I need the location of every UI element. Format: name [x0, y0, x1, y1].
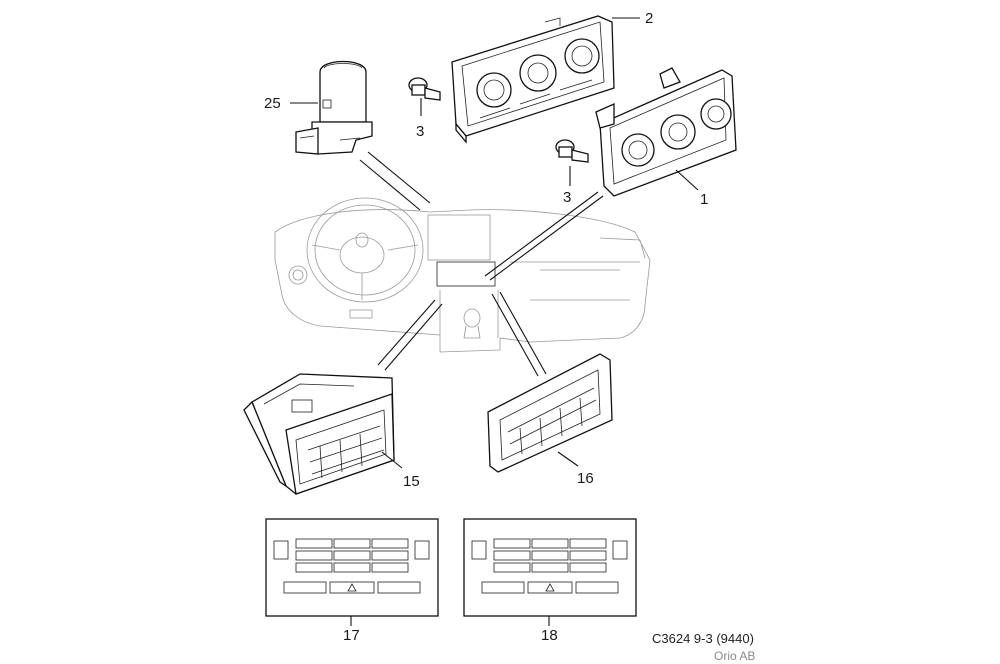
part-18-button-panel-box	[463, 518, 637, 617]
part-17-button-panel-box	[265, 518, 439, 617]
figure-reference: C3624 9-3 (9440)	[652, 631, 754, 646]
callout-2: 2	[645, 10, 653, 27]
part-3-clip-a	[408, 77, 441, 101]
warning-triangle-icon	[545, 583, 555, 592]
callout-25: 25	[264, 95, 281, 112]
leader-lines	[359, 151, 604, 377]
warning-triangle-icon	[347, 583, 357, 592]
callout-1: 1	[700, 191, 708, 208]
part-16-switch-panel	[487, 353, 613, 473]
part-3-clip-b	[555, 139, 589, 163]
part-15-switch-module	[243, 373, 395, 495]
callout-3-lower: 3	[563, 189, 571, 206]
part-1-climate-panel	[595, 67, 737, 197]
callout-17: 17	[343, 627, 360, 644]
dashboard-drawing	[274, 197, 651, 353]
figure-organization: Orio AB	[714, 649, 755, 663]
callout-15: 15	[403, 473, 420, 490]
part-25-sensor	[295, 60, 373, 155]
callout-18: 18	[541, 627, 558, 644]
part-2-climate-panel	[451, 15, 615, 144]
callout-3-upper: 3	[416, 123, 424, 140]
callout-leaders	[290, 17, 699, 626]
callout-16: 16	[577, 470, 594, 487]
